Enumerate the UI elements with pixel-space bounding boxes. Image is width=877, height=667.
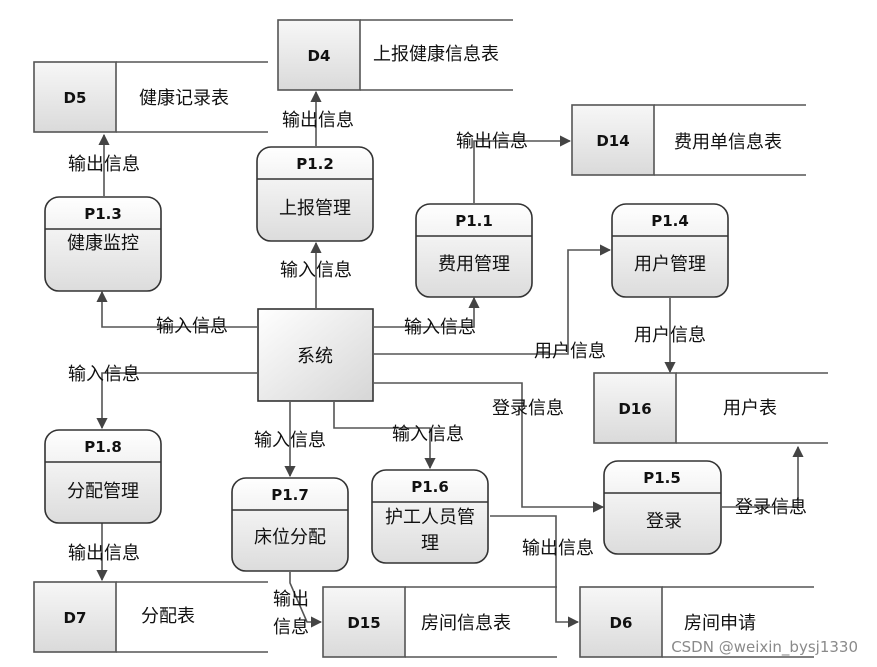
label-output-d15-line2: 信息	[273, 617, 309, 638]
store-name: 用户表	[723, 398, 777, 419]
store-id: D5	[64, 89, 87, 107]
process-id: P1.3	[84, 205, 122, 223]
process-p18: P1.8 分配管理	[44, 429, 162, 524]
store-id: D15	[347, 614, 380, 632]
store-id: D6	[610, 614, 633, 632]
process-id: P1.7	[271, 486, 309, 504]
flow-labels: 输出信息 输出信息 输出信息 输入信息 输入信息 输入信息 用户信息 用户信息 …	[68, 110, 807, 638]
label-output-d4: 输出信息	[282, 110, 354, 131]
system-label: 系统	[297, 346, 333, 367]
process-name: 费用管理	[438, 254, 510, 275]
store-id: D4	[308, 47, 331, 65]
process-name-line2: 理	[421, 533, 439, 554]
label-login-info-p15: 登录信息	[492, 398, 564, 419]
store-name: 费用单信息表	[674, 132, 782, 153]
label-input-p11: 输入信息	[404, 317, 476, 338]
process-id: P1.4	[651, 212, 689, 230]
process-id: P1.8	[84, 438, 122, 456]
store-id: D7	[64, 609, 87, 627]
store-name: 分配表	[141, 606, 195, 627]
label-input-p12: 输入信息	[280, 260, 352, 281]
edge-p17-d15	[289, 572, 323, 628]
edge-system-p16	[333, 402, 436, 470]
edge-system-p14	[374, 244, 612, 355]
edges	[96, 90, 804, 628]
process-name: 上报管理	[279, 198, 351, 219]
process-id: P1.1	[455, 212, 493, 230]
label-output-d7: 输出信息	[68, 543, 140, 564]
store-d5: D5 健康记录表	[33, 61, 268, 133]
process-p11: P1.1 费用管理	[415, 203, 533, 298]
process-name-line1: 护工人员管	[385, 507, 475, 528]
process-name: 分配管理	[67, 481, 139, 502]
label-login-info-d16: 登录信息	[735, 497, 807, 518]
store-d7: D7 分配表	[33, 581, 268, 653]
process-id: P1.5	[643, 469, 681, 487]
label-input-p18: 输入信息	[68, 364, 140, 385]
process-name: 登录	[646, 511, 682, 532]
store-name: 健康记录表	[139, 88, 229, 109]
store-id: D14	[596, 132, 629, 150]
edge-system-p13	[96, 290, 257, 328]
label-user-info-d16: 用户信息	[634, 325, 706, 346]
label-input-p16: 输入信息	[392, 424, 464, 445]
process-name: 用户管理	[634, 254, 706, 275]
label-output-d15-line1: 输出	[273, 589, 309, 610]
label-input-p17: 输入信息	[254, 430, 326, 451]
label-output-d14: 输出信息	[456, 131, 528, 152]
edge-p15-d16	[722, 445, 804, 508]
system-entity: 系统	[257, 308, 374, 402]
label-input-p13: 输入信息	[156, 316, 228, 337]
process-id: P1.6	[411, 478, 449, 496]
store-name: 房间申请	[684, 613, 756, 634]
process-p13: P1.3 健康监控	[44, 196, 162, 292]
store-d6: D6 房间申请	[579, 586, 814, 658]
store-d15: D15 房间信息表	[322, 586, 557, 658]
edge-system-p18	[96, 372, 257, 430]
process-p16: P1.6 护工人员管 理	[371, 469, 489, 564]
watermark: CSDN @weixin_bysj1330	[671, 638, 858, 657]
edge-system-p11	[374, 296, 480, 328]
edge-p16-d6	[490, 515, 580, 628]
store-name: 上报健康信息表	[373, 44, 499, 65]
store-name: 房间信息表	[421, 613, 511, 634]
process-name: 床位分配	[254, 527, 326, 548]
edge-system-p15	[374, 382, 605, 513]
store-d14: D14 费用单信息表	[571, 104, 806, 176]
process-p17: P1.7 床位分配	[231, 477, 349, 572]
process-id: P1.2	[296, 155, 334, 173]
edge-p11-d14	[473, 135, 572, 203]
label-user-info-p14: 用户信息	[534, 341, 606, 362]
process-p14: P1.4 用户管理	[611, 203, 729, 298]
process-p12: P1.2 上报管理	[256, 146, 374, 242]
store-id: D16	[618, 400, 651, 418]
store-d4: D4 上报健康信息表	[277, 19, 513, 91]
process-name: 健康监控	[67, 233, 139, 254]
process-p15: P1.5 登录	[603, 460, 722, 555]
store-d16: D16 用户表	[593, 372, 828, 444]
label-output-d6: 输出信息	[522, 538, 594, 559]
label-output-d5: 输出信息	[68, 154, 140, 175]
